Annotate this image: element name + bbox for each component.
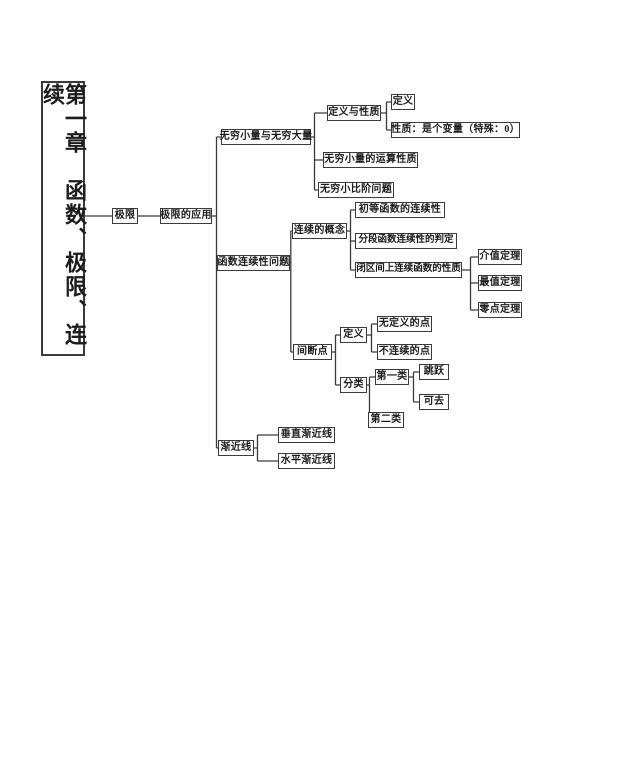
node-elementary-function-continuity: 初等函数的连续性	[355, 202, 445, 218]
node-asymptote: 渐近线	[218, 440, 254, 456]
node-continuity-concept: 连续的概念	[292, 223, 347, 239]
node-second-type: 第二类	[368, 412, 404, 428]
node-property-variable: 性质：是个变量（特殊：0）	[391, 122, 520, 138]
node-closed-interval-properties: 闭区间上连续函数的性质	[355, 262, 462, 278]
node-zero-point-theorem: 零点定理	[478, 302, 522, 318]
connector-asymptote-branch	[254, 434, 278, 462]
connector-def-props-branch	[381, 101, 391, 131]
node-definition-and-properties: 定义与性质	[327, 105, 381, 121]
node-discontinuity-definition: 定义	[340, 327, 367, 343]
connector-classification-branch	[367, 376, 375, 421]
node-not-continuous-point: 不连续的点	[377, 344, 432, 360]
node-jump: 跳跃	[419, 364, 449, 380]
connector-closed-interval-branch	[462, 256, 478, 311]
node-limit: 极限	[112, 208, 138, 224]
connector-infinitesimal-branch	[311, 112, 327, 191]
connector-first-type-branch	[409, 371, 419, 403]
node-limit-application: 极限的应用	[160, 208, 212, 224]
node-operation-properties: 无穷小量的运算性质	[323, 152, 418, 168]
node-vertical-asymptote: 垂直渐近线	[278, 427, 335, 443]
connector-discontinuity-def-branch	[367, 323, 377, 353]
connector-discontinuity-branch	[332, 334, 340, 386]
node-first-type: 第一类	[375, 369, 409, 385]
node-order-comparison: 无穷小比阶问题	[318, 182, 394, 198]
node-horizontal-asymptote: 水平渐近线	[278, 453, 335, 469]
node-discontinuity-point: 间断点	[293, 344, 332, 360]
connector-function-continuity-branch	[290, 230, 293, 353]
node-infinitesimal-and-infinite: 无穷小量与无穷大量	[220, 129, 312, 145]
node-undefined-point: 无定义的点	[377, 316, 432, 332]
node-definition: 定义	[391, 94, 415, 110]
node-extreme-value-theorem: 最值定理	[478, 275, 522, 291]
node-function-continuity: 函数连续性问题	[217, 255, 290, 271]
connector-continuity-concept-branch	[347, 209, 355, 271]
chapter-title: 第一章 函数、极限、连续	[40, 81, 87, 356]
node-classification: 分类	[340, 377, 367, 393]
node-intermediate-value-theorem: 介值定理	[478, 249, 522, 265]
node-piecewise-continuity-judgement: 分段函数连续性的判定	[355, 233, 457, 249]
node-removable: 可去	[419, 394, 449, 410]
connector-main-chain	[85, 136, 221, 449]
